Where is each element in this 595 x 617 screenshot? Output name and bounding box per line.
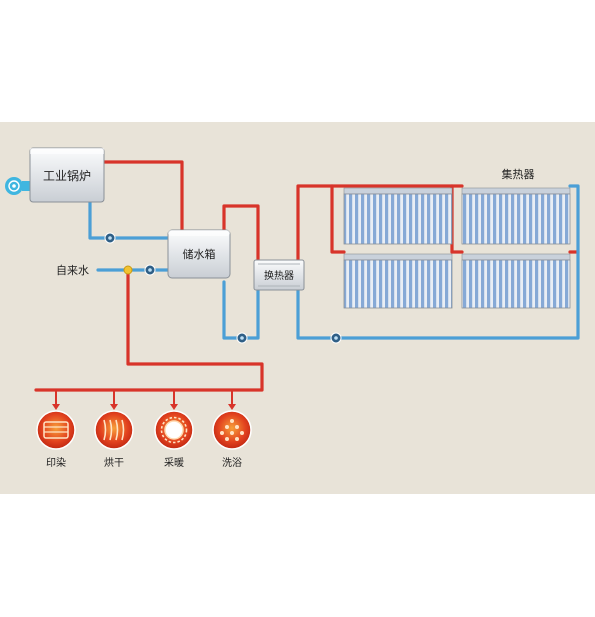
storage-tank: 储水箱 bbox=[167, 229, 231, 279]
pump-tank-loop bbox=[236, 332, 248, 344]
heat-exchanger: 换热器 bbox=[253, 259, 305, 291]
collector-panel-top-right bbox=[461, 187, 571, 245]
heating-icon bbox=[154, 410, 194, 450]
pump-tap-water bbox=[144, 264, 156, 276]
output-shower: 洗浴 bbox=[212, 410, 252, 469]
storage-tank-label: 储水箱 bbox=[183, 247, 216, 261]
output-label-heating: 采暖 bbox=[164, 456, 184, 469]
collector-label: 集热器 bbox=[502, 167, 535, 181]
industrial-boiler: 工业锅炉 bbox=[29, 147, 105, 203]
shower-icon bbox=[212, 410, 252, 450]
output-label-drying: 烘干 bbox=[104, 457, 124, 469]
solar-collectors: 集热器 bbox=[343, 167, 571, 309]
boiler-label: 工业锅炉 bbox=[43, 168, 91, 183]
heat-exchanger-label: 换热器 bbox=[264, 269, 294, 282]
drying-icon bbox=[94, 410, 134, 450]
output-label-shower: 洗浴 bbox=[222, 457, 242, 469]
output-heating: 采暖 bbox=[154, 410, 194, 469]
output-arrows bbox=[52, 404, 236, 410]
collector-panel-bottom-left bbox=[343, 253, 453, 309]
pump-boiler bbox=[104, 232, 116, 244]
output-drying: 烘干 bbox=[94, 410, 134, 469]
tap-water-label: 自来水 bbox=[56, 264, 89, 277]
output-label-dyeing: 印染 bbox=[46, 456, 66, 469]
dyeing-icon bbox=[36, 410, 76, 450]
pump-collector-loop bbox=[330, 332, 342, 344]
collector-panel-top-left bbox=[343, 187, 453, 245]
collector-panel-bottom-right bbox=[461, 253, 571, 309]
fan-icon bbox=[5, 177, 32, 195]
mixing-valve bbox=[123, 265, 133, 275]
output-dyeing: 印染 bbox=[36, 410, 76, 469]
